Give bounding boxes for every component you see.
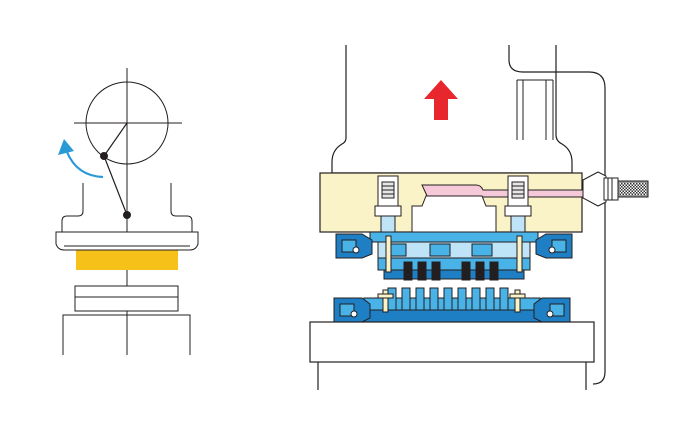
slide-lower-plate [55,231,199,251]
upper-die-plate [319,172,585,233]
lower-left-clamp [333,297,371,323]
upper-left-clamp [335,233,373,259]
press-frame-right [508,45,606,385]
guide-columns [516,79,554,140]
upper-right-clamp [535,233,573,259]
bolster [62,314,191,355]
upper-die-pad [76,250,178,270]
press-bed [309,321,595,390]
connecting-rod-lower [103,155,128,216]
connecting-rod-upper [103,122,128,157]
crank-press-schematic [55,68,199,355]
center-recess [411,195,497,233]
wrist-pin [123,211,131,219]
crank-pin [100,152,108,160]
right-clamp-cylinder [504,175,532,233]
lower-die-middle [74,296,179,312]
lower-die-set [359,287,545,323]
upper-die-set [369,231,539,281]
lower-die-top [74,285,179,298]
up-arrow-icon [424,80,458,120]
left-clamp-cylinder [374,175,402,233]
slide-body [331,45,573,174]
hydraulic-hose [582,171,649,207]
curved-arrow-icon [58,139,104,179]
lower-right-clamp [533,297,571,323]
